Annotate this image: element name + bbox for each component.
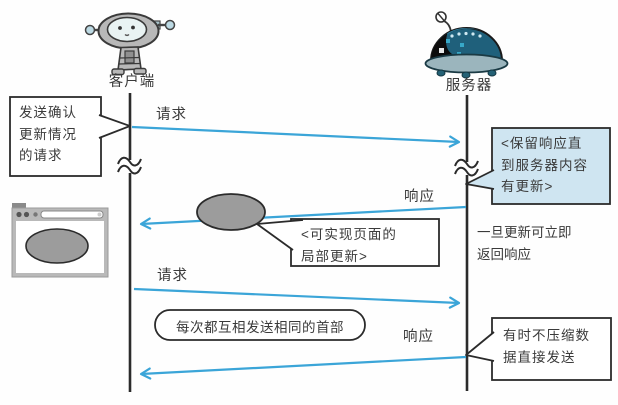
response-arrow-2 xyxy=(139,355,467,380)
note-immediate-response: 一旦更新可立即 返回响应 xyxy=(477,225,572,262)
client-robot-icon xyxy=(84,12,176,76)
callout-client-request: 发送确认 更新情况 的请求 xyxy=(19,105,77,164)
callout-box-server-hold xyxy=(465,127,611,205)
request-arrow-2 xyxy=(133,287,461,309)
callout-server-hold: <保留响应直 到服务器内容 有更新> xyxy=(501,136,588,195)
server-label: 服务器 xyxy=(445,78,493,94)
pill-box-same-headers xyxy=(154,309,366,341)
client-label: 客户端 xyxy=(108,74,156,90)
request-label-1: 请求 xyxy=(156,107,187,123)
pill-same-headers: 每次都互相发送相同的首部 xyxy=(176,320,344,335)
request-label-2: 请求 xyxy=(157,268,188,284)
lifeline-break-icon xyxy=(454,158,479,177)
data-ellipse xyxy=(196,193,266,231)
lifeline-break-icon xyxy=(117,156,142,175)
callout-no-compression: 有时不压缩数 据直接发送 xyxy=(503,328,590,365)
response-arrow-1 xyxy=(139,205,467,230)
request-arrow-1 xyxy=(131,125,461,148)
callout-partial-update: <可实现页面的 局部更新> xyxy=(301,227,397,264)
browser-window-icon xyxy=(11,203,109,278)
server-robot-icon xyxy=(424,11,509,79)
callout-box-client-request xyxy=(9,96,131,177)
response-label-1: 响应 xyxy=(404,189,435,205)
callout-box-no-compression xyxy=(465,317,612,381)
response-label-2: 响应 xyxy=(403,329,434,345)
callout-box-partial-update xyxy=(256,218,440,267)
